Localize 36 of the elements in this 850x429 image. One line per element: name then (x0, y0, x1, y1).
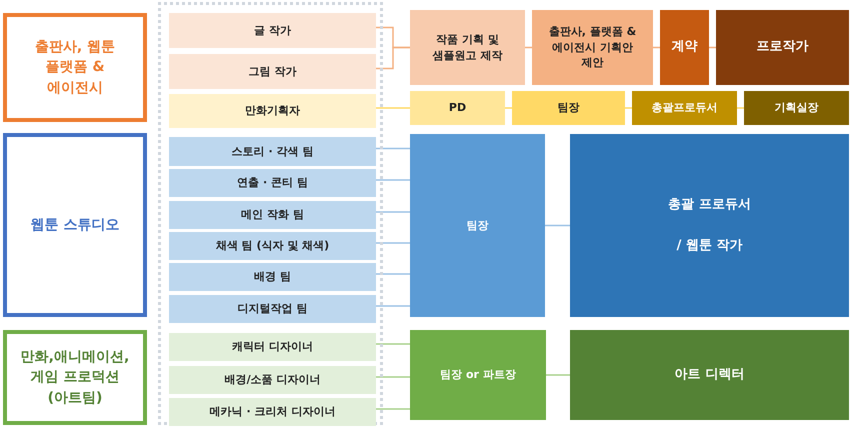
role-box: 메카닉 · 크리처 디자이너 (169, 398, 376, 426)
connector-line (625, 107, 632, 109)
rank-box: PD (410, 91, 505, 125)
connector-line (653, 46, 660, 48)
role-box: 배경 팀 (169, 263, 376, 291)
step-box: 작품 기획 및 샘플원고 제작 (410, 10, 525, 85)
role-box: 디지털작업 팀 (169, 295, 376, 323)
connector-line (505, 107, 512, 109)
rank-box: 기획실장 (744, 91, 849, 125)
role-box: 글 작가 (169, 13, 376, 48)
step-box: 출판사, 플랫폼 & 에이전시 기획안 제안 (532, 10, 653, 85)
category-box: 웹툰 스튜디오 (3, 133, 147, 317)
role-box: 채색 팀 (식자 및 채색) (169, 232, 376, 260)
role-box: 그림 작가 (169, 54, 376, 89)
leader-box: 팀장 (410, 134, 545, 317)
role-box: 스토리 · 각색 팀 (169, 137, 376, 166)
rank-box: 팀장 (512, 91, 625, 125)
role-box: 캐릭터 디자이너 (169, 333, 376, 361)
connector-line (545, 224, 570, 226)
connector-line (709, 46, 716, 48)
role-box: 만화기획자 (169, 94, 376, 128)
step-box: 계약 (660, 10, 709, 85)
category-box: 만화,애니메이션, 게임 프로덕션 (아트팀) (3, 330, 147, 425)
role-box: 메인 작화 팀 (169, 201, 376, 229)
role-box: 배경/소품 디자이너 (169, 366, 376, 394)
leader-box: 팀장 or 파트장 (410, 330, 546, 420)
role-box: 연출 · 콘티 팀 (169, 169, 376, 197)
step-box: 프로작가 (716, 10, 849, 85)
director-box: 총괄 프로듀서 / 웹툰 작가 (570, 134, 849, 317)
category-box: 출판사, 웹툰 플랫폼 & 에이전시 (3, 13, 147, 122)
dotted-frame (158, 2, 383, 425)
connector-line (546, 374, 570, 376)
rank-box: 총괄프로듀서 (632, 91, 737, 125)
connector-line (737, 107, 744, 109)
director-box: 아트 디렉터 (570, 330, 849, 420)
connector-line (525, 46, 532, 48)
